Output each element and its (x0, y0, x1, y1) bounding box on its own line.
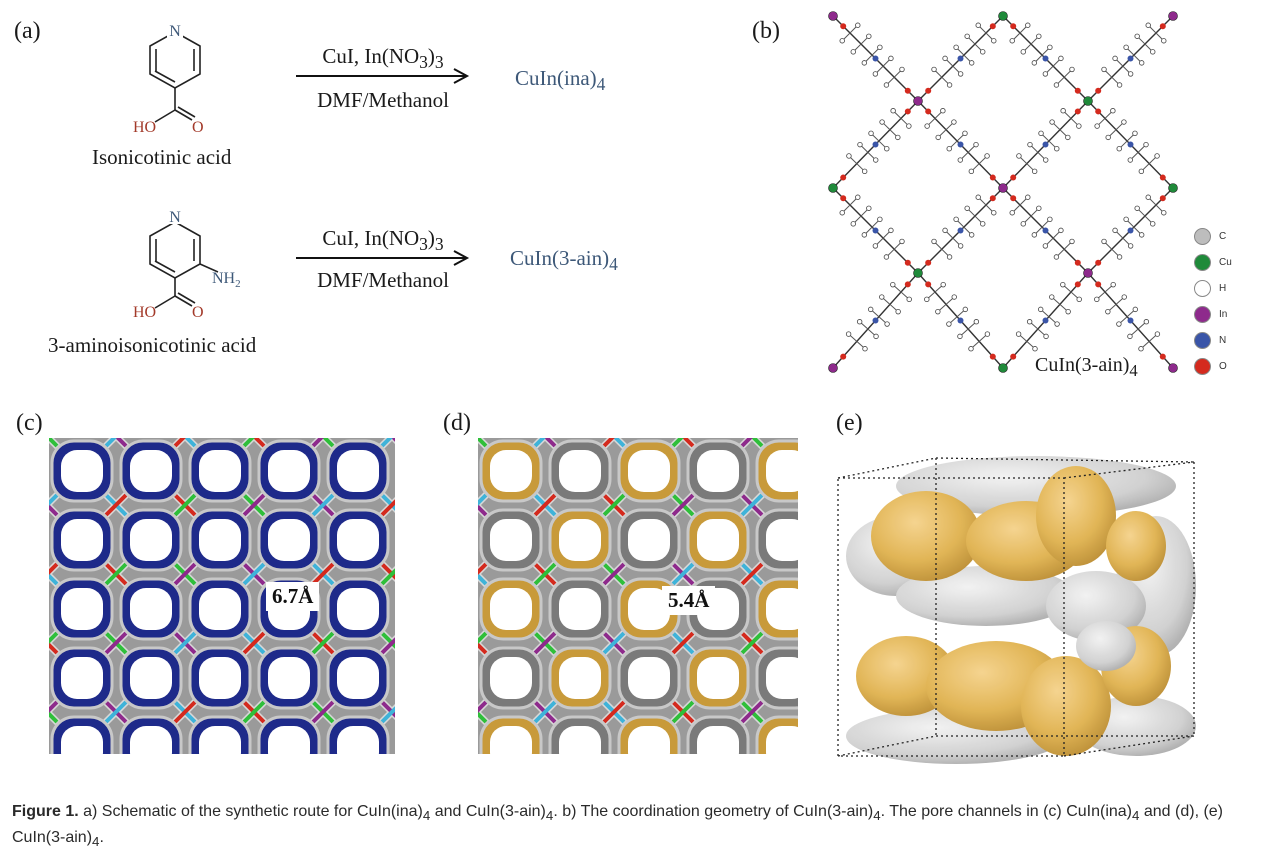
reaction1-reagents: CuI, In(NO3)3 (322, 44, 444, 73)
carbonyl-oxygen-label: O (192, 304, 204, 321)
pore-channel-cuin-ina (49, 438, 395, 754)
hydroxyl-label: HO (133, 304, 156, 321)
legend-text: H (1219, 282, 1227, 294)
network-label: CuIn(3-ain)4 (1035, 354, 1138, 380)
figure-caption: Figure 1. a) Schematic of the synthetic … (12, 803, 1224, 850)
legend-dot-in (1194, 305, 1211, 323)
panel-label-b: (b) (752, 18, 780, 44)
product-cuin-ina: CuIn(ina)4 (515, 66, 606, 95)
amine-label: NH2 (212, 270, 241, 290)
reaction2-arrow (296, 250, 470, 266)
legend-text: In (1219, 308, 1228, 320)
ring-nitrogen: N (169, 209, 181, 226)
panel-label-a: (a) (14, 18, 41, 44)
reaction1-arrow (296, 68, 470, 84)
hydroxyl-label: HO (133, 119, 156, 136)
legend-dot-o (1194, 357, 1211, 375)
legend-text: Cu (1219, 256, 1232, 268)
compound-name-aminoisonicotinic: 3-aminoisonicotinic acid (48, 333, 257, 357)
legend-item-cu: Cu (1194, 251, 1232, 273)
product-cuin-3ain: CuIn(3-ain)4 (510, 246, 618, 275)
legend-item-o: O (1194, 355, 1227, 377)
atom-legend: C Cu H In N O (1194, 225, 1254, 375)
caption-figure-number: Figure 1. (12, 803, 79, 820)
legend-text: O (1219, 360, 1227, 372)
legend-text: C (1219, 230, 1227, 242)
pore-size-label-c: 6.7Å (266, 582, 320, 611)
carbonyl-oxygen-label: O (192, 119, 204, 136)
legend-dot-h (1194, 279, 1211, 297)
legend-item-c: C (1194, 225, 1226, 247)
aminoisonicotinic-acid-structure: N NH2 HO O (133, 208, 241, 321)
legend-text: N (1219, 334, 1227, 346)
legend-dot-n (1194, 331, 1211, 349)
reaction1-solvent: DMF/Methanol (317, 88, 449, 112)
panel-label-d: (d) (443, 410, 471, 436)
pore-size-label-d: 5.4Å (662, 586, 716, 615)
panel-label-c: (c) (16, 410, 43, 436)
isonicotinic-acid-structure: N HO O (133, 22, 204, 136)
reaction2-solvent: DMF/Methanol (317, 268, 449, 292)
panel-label-e: (e) (836, 410, 863, 436)
legend-dot-c (1194, 227, 1211, 245)
legend-dot-cu (1194, 253, 1211, 271)
compound-name-isonicotinic: Isonicotinic acid (92, 145, 232, 169)
legend-item-in: In (1194, 303, 1227, 325)
legend-item-n: N (1194, 329, 1226, 351)
pore-surface-3d (837, 456, 1196, 764)
reaction2-reagents: CuI, In(NO3)3 (322, 226, 444, 255)
coordination-network (828, 11, 1178, 373)
ring-nitrogen: N (169, 23, 181, 40)
pore-channel-cuin-3ain (478, 438, 798, 754)
legend-item-h: H (1194, 277, 1226, 299)
